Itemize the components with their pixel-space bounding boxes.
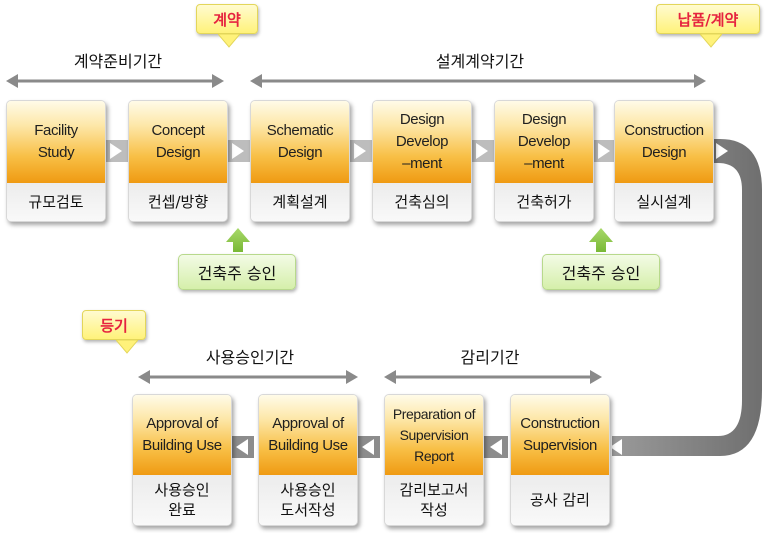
callout-delivery-pointer — [700, 34, 722, 48]
step-subtitle: 사용승인 완료 — [133, 475, 231, 525]
step-title: Design Develop –ment — [373, 101, 471, 183]
step-title: Facility Study — [7, 101, 105, 183]
step-concept-design: Concept Design 컨셉/방향 — [128, 100, 228, 222]
step-title: Schematic Design — [251, 101, 349, 183]
owner-approval-1: 건축주 승인 — [178, 254, 296, 290]
step-title: Approval of Building Use — [259, 395, 357, 475]
step-subtitle: 공사 감리 — [511, 475, 609, 525]
step-schematic-design: Schematic Design 계획설계 — [250, 100, 350, 222]
step-title: Concept Design — [129, 101, 227, 183]
step-title: Approval of Building Use — [133, 395, 231, 475]
step-design-development-permit: Design Develop –ment 건축허가 — [494, 100, 594, 222]
step-building-use-approval-docs: Approval of Building Use 사용승인 도서작성 — [258, 394, 358, 526]
step-construction-design: Construction Design 실시설계 — [614, 100, 714, 222]
step-construction-supervision: Construction Supervision 공사 감리 — [510, 394, 610, 526]
step-subtitle: 사용승인 도서작성 — [259, 475, 357, 525]
approval-arrows — [226, 228, 613, 252]
callout-registration-pointer — [116, 340, 138, 354]
step-subtitle: 건축심의 — [373, 183, 471, 221]
period-label-prep: 계약준비기간 — [73, 52, 163, 71]
step-subtitle: 감리보고서 작성 — [385, 475, 483, 525]
step-subtitle: 컨셉/방향 — [129, 183, 227, 221]
step-facility-study: Facility Study 규모검토 — [6, 100, 106, 222]
step-building-use-approval-complete: Approval of Building Use 사용승인 완료 — [132, 394, 232, 526]
callout-contract-label: 계약 — [213, 10, 241, 29]
step-title: Construction Design — [615, 101, 713, 183]
step-subtitle: 실시설계 — [615, 183, 713, 221]
callout-registration-label: 등기 — [100, 316, 128, 335]
step-title: Design Develop –ment — [495, 101, 593, 183]
flow-connector-band — [612, 139, 762, 456]
step-title: Construction Supervision — [511, 395, 609, 475]
step-subtitle: 계획설계 — [251, 183, 349, 221]
owner-approval-label: 건축주 승인 — [197, 264, 277, 283]
period-arrows — [6, 74, 706, 384]
callout-registration: 등기 — [82, 310, 146, 340]
period-label-design: 설계계약기간 — [435, 52, 525, 71]
step-subtitle: 규모검토 — [7, 183, 105, 221]
top-flow-triangles — [104, 140, 728, 162]
callout-delivery-label: 납품/계약 — [677, 10, 739, 29]
period-label-use-approval: 사용승인기간 — [205, 348, 295, 367]
step-design-development-review: Design Develop –ment 건축심의 — [372, 100, 472, 222]
period-label-supervision: 감리기간 — [460, 348, 520, 367]
owner-approval-2: 건축주 승인 — [542, 254, 660, 290]
bottom-flow-triangles — [230, 436, 622, 458]
step-title: Preparation of Supervision Report — [385, 395, 483, 475]
step-subtitle: 건축허가 — [495, 183, 593, 221]
callout-contract-pointer — [218, 34, 240, 48]
callout-delivery: 납품/계약 — [656, 4, 760, 34]
callout-contract: 계약 — [196, 4, 258, 34]
step-supervision-report: Preparation of Supervision Report 감리보고서 … — [384, 394, 484, 526]
owner-approval-label: 건축주 승인 — [561, 264, 641, 283]
